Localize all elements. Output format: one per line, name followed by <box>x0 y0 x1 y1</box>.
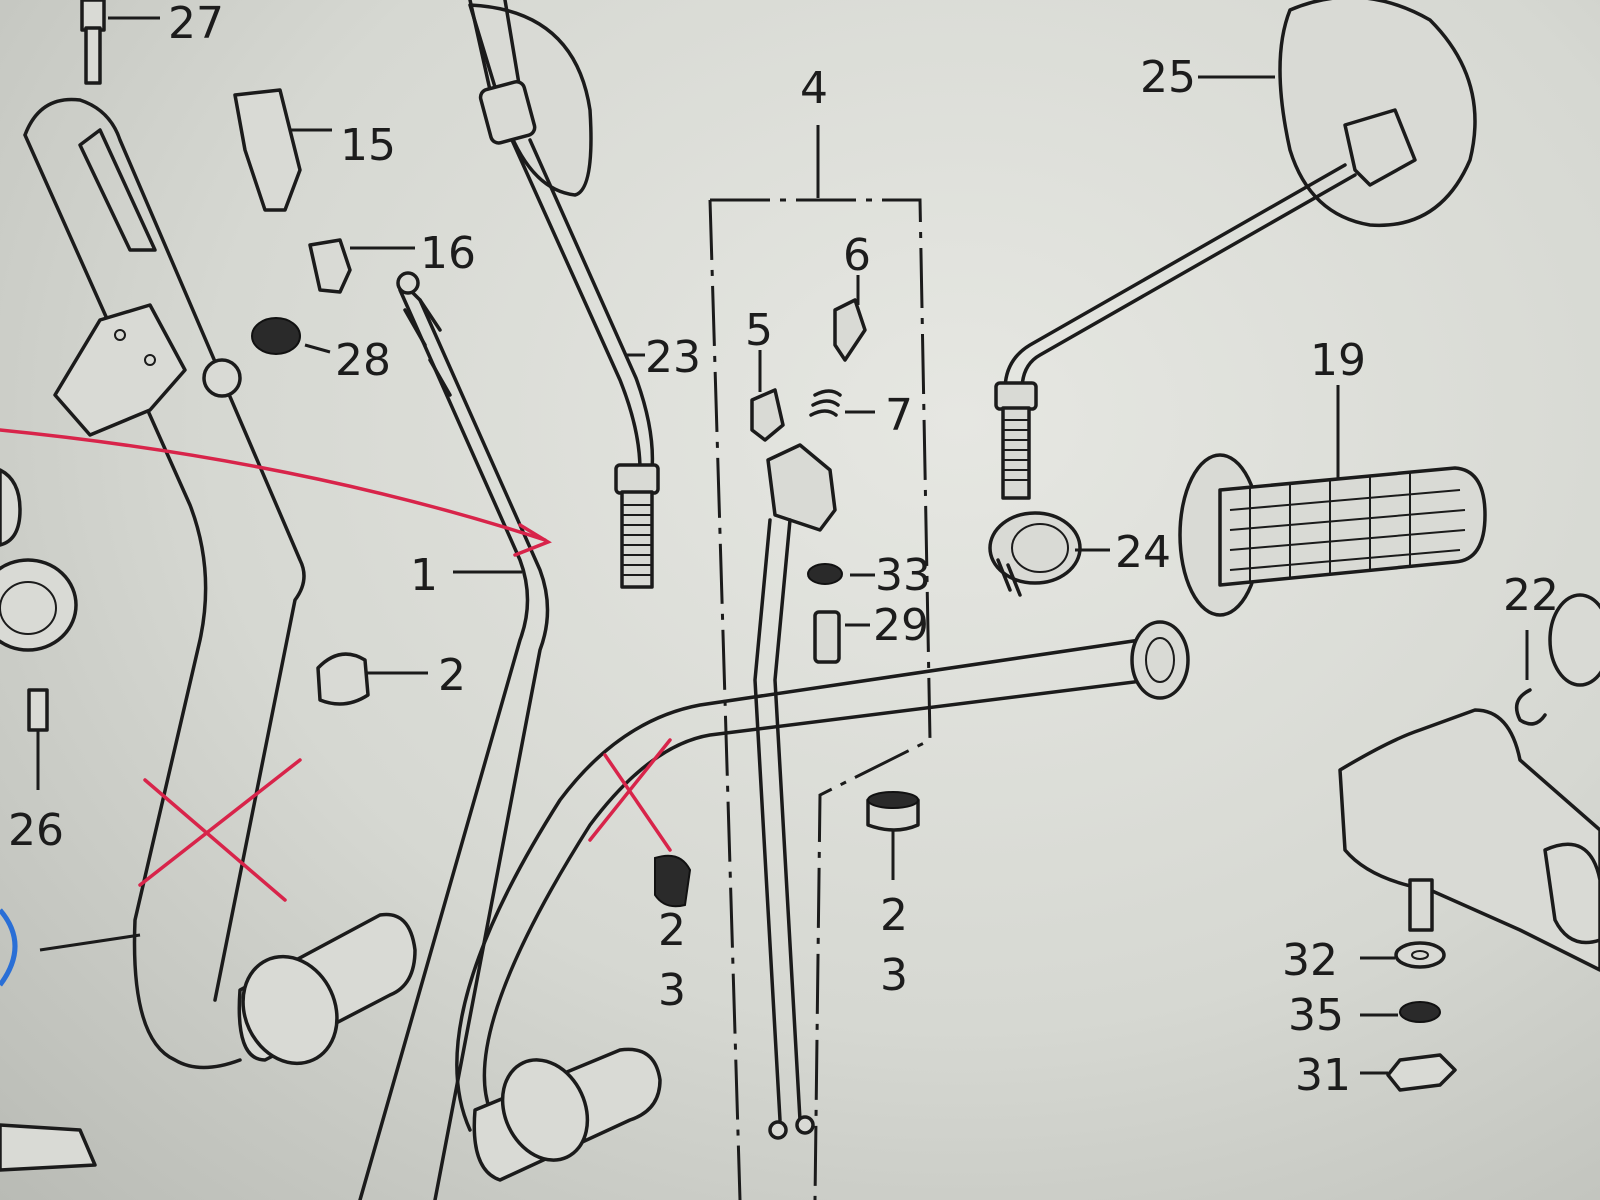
label-27: 27 <box>168 0 224 49</box>
handlebar-right-part <box>358 271 1190 1200</box>
mirror-right-nut <box>994 381 1038 411</box>
label-22: 22 <box>1503 570 1559 621</box>
red-arrow-line <box>0 428 547 542</box>
blue-circle-mark <box>0 908 18 987</box>
label-25: 25 <box>1140 52 1196 103</box>
small-left-parts <box>0 0 428 1172</box>
clamp-24-ring <box>988 511 1082 585</box>
part-labels: 27 15 16 28 23 4 6 5 7 33 29 25 19 24 22… <box>8 0 1559 1101</box>
mirror-left-glass <box>468 3 593 197</box>
washer-35 <box>1399 1001 1441 1023</box>
label-1: 1 <box>410 550 438 601</box>
bolt-27-thread <box>84 26 102 85</box>
lever-bolt <box>1408 878 1434 932</box>
mirror-left-clamp <box>478 80 537 145</box>
mirror-right-stem <box>1003 163 1357 392</box>
label-15: 15 <box>340 120 396 171</box>
handlebar-left-bracket <box>53 303 187 437</box>
red-cross-right <box>588 738 672 852</box>
clip-15 <box>233 88 302 212</box>
cap-28 <box>251 317 301 355</box>
washer-33 <box>807 563 843 585</box>
switch-piece-5 <box>750 388 785 442</box>
switch-knob-6 <box>833 298 867 362</box>
mirror-left-stem <box>510 138 655 472</box>
label-31: 31 <box>1295 1050 1351 1101</box>
mirror-right-part <box>994 0 1477 500</box>
mirror-left-nut <box>614 463 660 495</box>
cable-and-bar-upright <box>358 288 550 1200</box>
label-35: 35 <box>1288 990 1344 1041</box>
grip-19-part <box>1178 385 1487 617</box>
handlebar-left-hole <box>202 358 242 398</box>
label-23-right-top: 2 <box>880 890 908 941</box>
switch-lever-body <box>766 443 837 532</box>
lever-bracket <box>1338 708 1600 972</box>
cable-end-ball <box>396 271 420 295</box>
label-29: 29 <box>873 600 929 651</box>
label-23-left-bottom: 3 <box>658 965 686 1016</box>
mirror-left-part <box>468 0 660 589</box>
clip-22 <box>1514 688 1547 726</box>
handlebar-right-tube <box>455 638 1152 1132</box>
label-2: 2 <box>438 650 466 701</box>
label-7: 7 <box>885 390 913 441</box>
bolt-27-head <box>80 0 106 32</box>
bushing-2 <box>316 652 370 706</box>
red-cross-left <box>138 758 302 902</box>
label-33: 33 <box>875 550 931 601</box>
cable-end-left <box>0 1123 97 1172</box>
label-5: 5 <box>745 305 773 356</box>
mirror-right-glass <box>1278 0 1477 228</box>
handlebar-left-part <box>23 97 417 1070</box>
switch-assembly-part <box>708 125 932 1200</box>
handlebar-left-slot <box>78 128 157 252</box>
bushing-23-left <box>654 854 692 908</box>
red-arrow-head <box>513 523 552 557</box>
mirror-right-thread <box>1001 406 1031 500</box>
bolt-26 <box>27 688 49 732</box>
label-23: 23 <box>645 332 701 383</box>
clip-16 <box>308 238 352 294</box>
handlebar-left-tube <box>23 97 306 1070</box>
clamp-24-part <box>988 511 1110 597</box>
label-19: 19 <box>1310 335 1366 386</box>
label-16: 16 <box>420 228 476 279</box>
label-23-right-bottom: 3 <box>880 950 908 1001</box>
right-side-parts <box>1338 593 1600 1092</box>
label-26: 26 <box>8 805 64 856</box>
switch-wires <box>753 518 802 1122</box>
grip-19-body <box>1218 466 1487 587</box>
red-ink-annotations <box>0 428 672 902</box>
spring-7 <box>809 389 842 417</box>
part-right-edge <box>1548 593 1600 687</box>
label-32: 32 <box>1282 935 1338 986</box>
handlebar-right-end <box>1130 620 1190 700</box>
ring-left-1 <box>0 468 22 547</box>
bushing-23-parts <box>654 791 920 908</box>
screw-29 <box>813 610 841 664</box>
label-23-left-top: 2 <box>658 905 686 956</box>
mirror-right-clamp <box>1343 108 1417 187</box>
nut-31 <box>1386 1053 1457 1092</box>
label-28: 28 <box>335 335 391 386</box>
washer-32 <box>1394 941 1446 969</box>
label-24: 24 <box>1115 527 1171 578</box>
ring-left-2 <box>0 558 78 652</box>
label-4: 4 <box>800 63 828 114</box>
mirror-left-thread <box>620 490 654 589</box>
label-6: 6 <box>843 230 871 281</box>
